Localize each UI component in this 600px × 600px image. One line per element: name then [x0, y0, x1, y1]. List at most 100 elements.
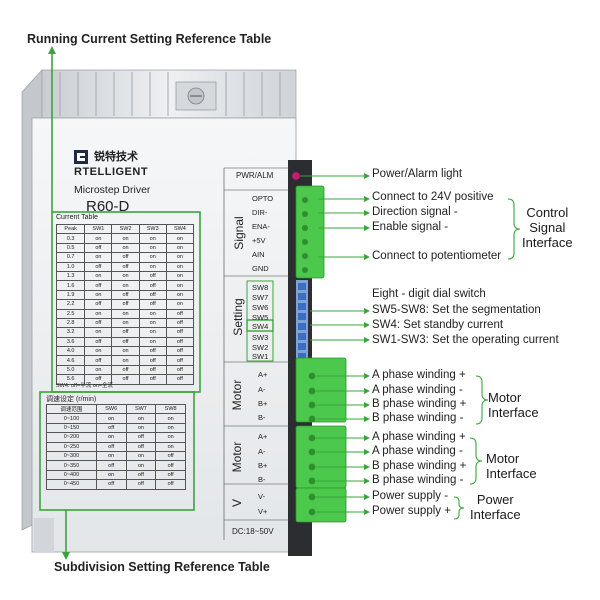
table-cell: off [125, 479, 157, 490]
table-cell: on [111, 242, 140, 254]
pin-label: B+ [258, 399, 268, 408]
table-cell: on [165, 242, 195, 254]
pin-label: V- [258, 492, 266, 501]
table-cell: 0~400 [46, 469, 97, 481]
switch-label: SW6 [252, 303, 269, 312]
table-cell: 3.2 [55, 327, 86, 338]
group-control-signal-interface: Control Signal Interface [522, 205, 573, 250]
table-cell: on [111, 346, 140, 357]
pin-label: B- [258, 413, 266, 422]
table-cell: off [84, 242, 113, 254]
brand-logo [74, 150, 88, 164]
pin-label: B- [258, 475, 266, 484]
pwr-alarm-label: PWR/ALM [236, 171, 274, 180]
switch-label: SW1 [252, 352, 269, 361]
pin-label: +5V [252, 236, 266, 245]
table-cell: 0~150 [46, 422, 97, 434]
table-cell: 0~300 [46, 450, 97, 462]
table-cell: off [138, 364, 167, 376]
pin-label: DIR- [252, 208, 268, 217]
table-cell: on [84, 308, 113, 319]
table-cell: off [165, 355, 195, 366]
pin-label: A+ [258, 370, 268, 379]
table-cell: off [165, 327, 195, 338]
table-cell: off [125, 469, 157, 481]
callout-dial-switch: Eight - digit dial switch [372, 288, 486, 300]
switch-label: SW5 [252, 313, 269, 322]
table-cell: off [111, 327, 140, 338]
table-cell: 5.6 [55, 374, 86, 385]
table-cell: off [84, 336, 113, 348]
table-cell: on [84, 270, 113, 282]
table-cell: 1.3 [55, 270, 86, 282]
table-cell: off [165, 308, 195, 319]
table-cell: off [155, 450, 186, 462]
group-line: Interface [522, 235, 573, 250]
table-cell: on [138, 308, 167, 319]
table-cell: off [95, 441, 127, 452]
table-cell: on [125, 450, 157, 462]
table-cell: on [165, 252, 195, 263]
table-cell: on [165, 289, 195, 301]
group-motor-interface-1: Motor Interface [488, 390, 539, 420]
table-cell: off [165, 364, 195, 376]
callout-sw4: SW4: Set standby current [372, 319, 504, 331]
table-cell: off [138, 355, 167, 366]
table-cell: on [111, 355, 140, 366]
section-label-motor-2: Motor [230, 441, 244, 473]
switch-label: SW2 [252, 343, 269, 352]
table-cell: off [84, 280, 113, 291]
switch-label: SW4 [252, 322, 269, 331]
table-cell: on [111, 270, 140, 282]
table-cell: 4.0 [55, 346, 86, 357]
switch-label: SW3 [252, 333, 269, 342]
section-label-motor-1: Motor [230, 379, 244, 411]
power-alarm-led [291, 171, 301, 181]
group-line: Power [476, 492, 514, 507]
table-cell: 2.5 [55, 308, 86, 319]
table-cell: 0~350 [46, 460, 97, 471]
table-cell: 4.6 [55, 355, 86, 366]
switch-label: SW7 [252, 293, 269, 302]
table-cell: on [165, 299, 195, 310]
table-cell: on [111, 317, 140, 329]
callout-connect-24v: Connect to 24V positive [372, 191, 494, 203]
callout-power-alarm-light: Power/Alarm light [372, 168, 463, 180]
table-header-cell: SW7 [125, 403, 157, 415]
brand-chinese: 锐特技术 [94, 151, 138, 163]
table-cell: on [84, 346, 113, 357]
table-cell: off [95, 422, 127, 434]
table-cell: off [84, 355, 113, 366]
callout-power-plus: Power supply + [372, 505, 451, 517]
callout-motor1-b-plus: B phase winding + [372, 398, 467, 410]
current-table-title: Current Table [56, 214, 98, 221]
table-cell: off [95, 460, 127, 471]
table-cell: on [111, 280, 140, 291]
table-cell: off [84, 374, 113, 385]
callout-direction-signal: Direction signal - [372, 206, 458, 218]
switch-label: SW8 [252, 283, 269, 292]
table-cell: off [84, 261, 113, 272]
table-cell: off [165, 336, 195, 348]
table-cell: off [84, 299, 113, 310]
table-cell: 0~250 [46, 441, 97, 452]
pin-label: A+ [258, 432, 268, 441]
table-cell: 1.6 [55, 280, 86, 291]
table-cell: off [111, 299, 140, 310]
group-motor-interface-2: Motor Interface [486, 451, 537, 481]
